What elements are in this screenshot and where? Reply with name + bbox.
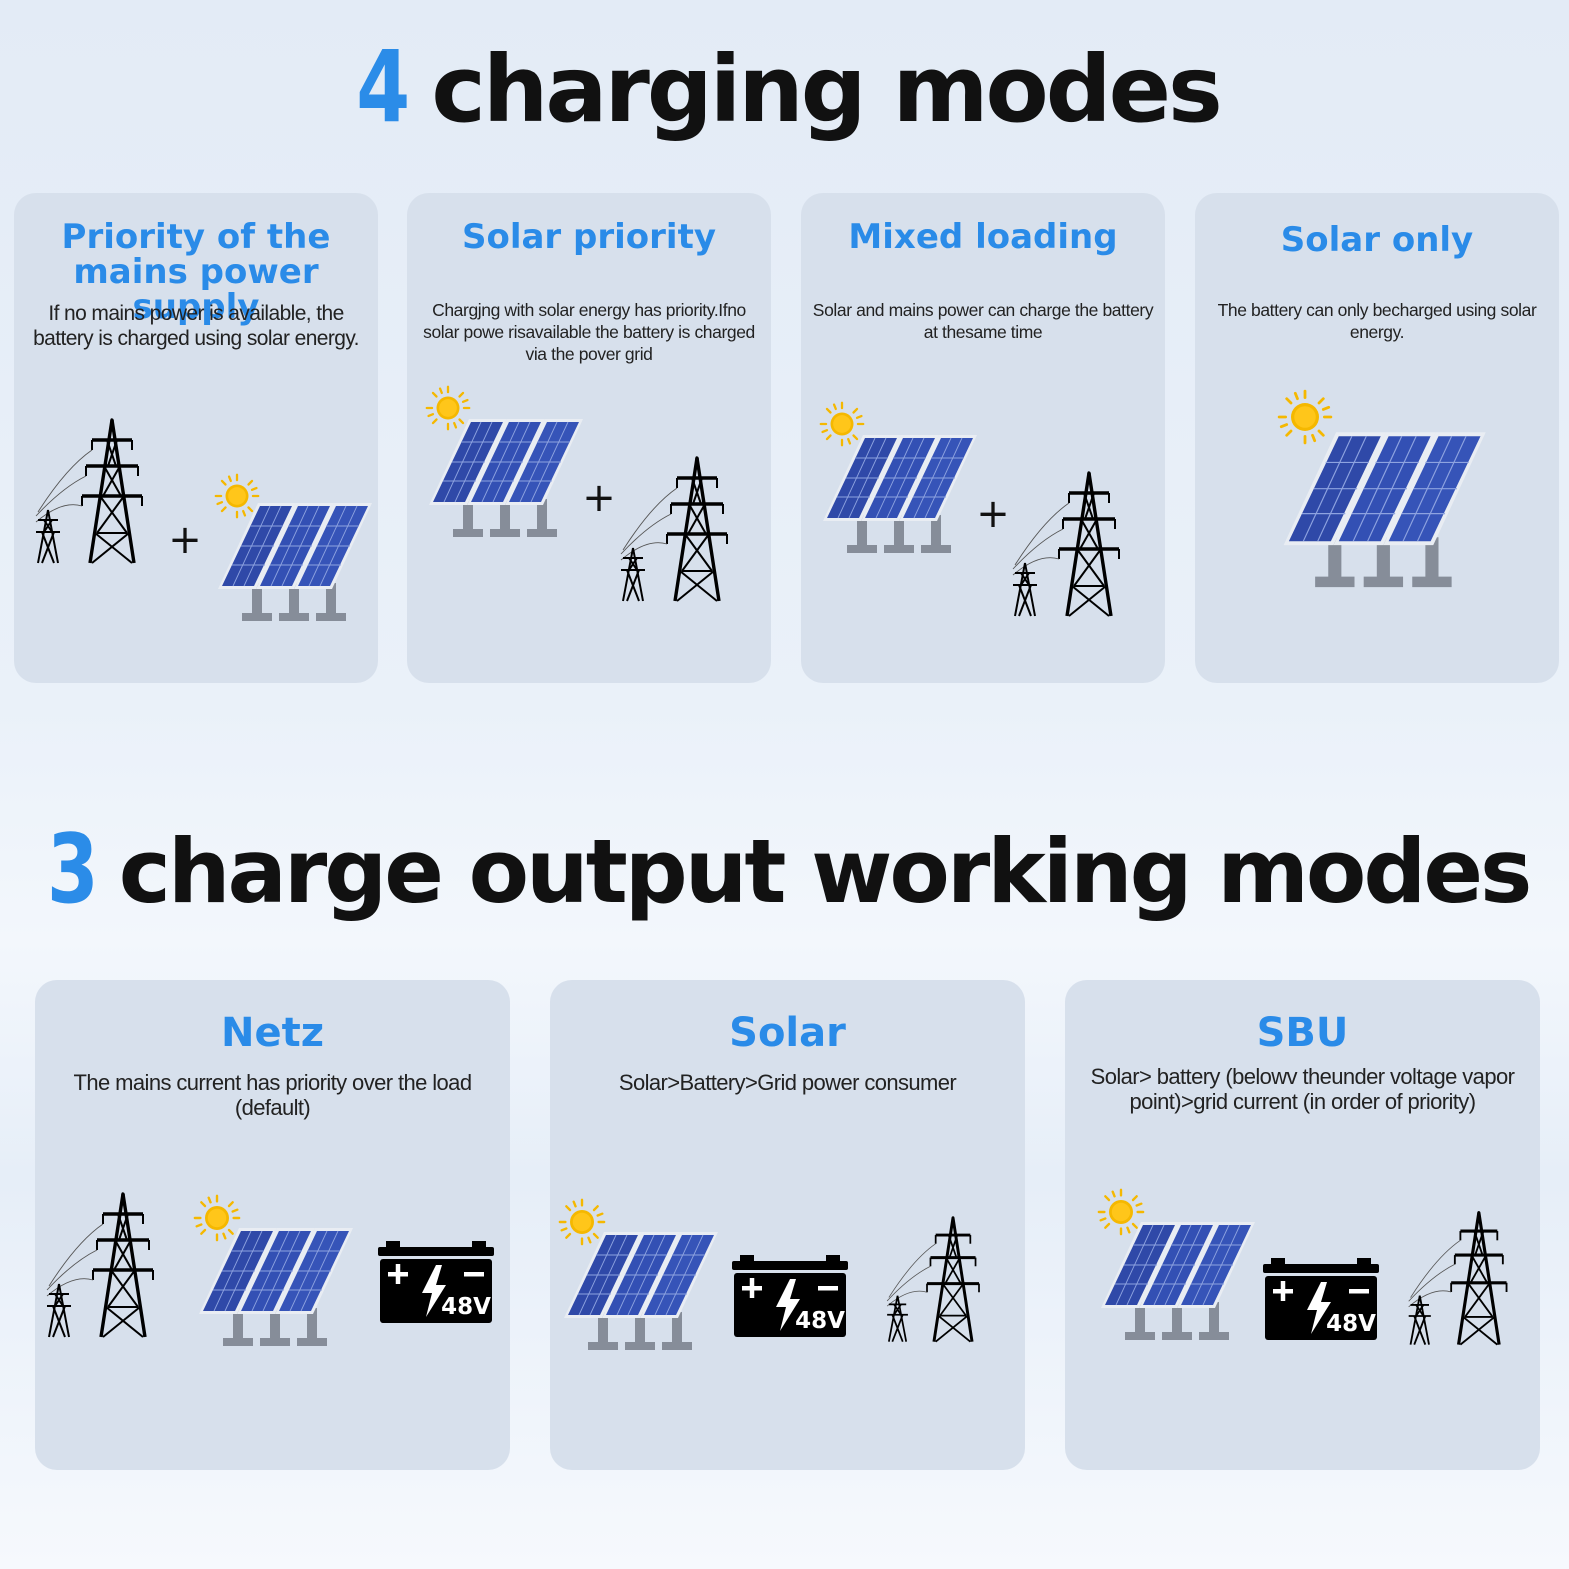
card-solar: Solar Solar>Battery>Grid power consumer …	[550, 980, 1025, 1470]
card-illustration: +	[819, 401, 1121, 618]
sun-icon	[558, 1198, 606, 1246]
solar-panel-icon	[1282, 431, 1487, 588]
solar-panel-icon	[1100, 1221, 1256, 1341]
battery-label: 48V	[795, 1308, 845, 1334]
card-description: Solar> battery (belowv theunder voltage …	[1090, 1064, 1515, 1114]
power-tower-icon	[34, 418, 144, 565]
card-illustration: 48V	[45, 1192, 494, 1347]
sun-icon	[214, 473, 260, 519]
card-title: Solar	[729, 1010, 846, 1056]
card-description: The battery can only becharged using sol…	[1217, 300, 1537, 342]
section-charging-title: charging modes	[431, 36, 1222, 143]
card-solar-only: Solar only The battery can only becharge…	[1195, 193, 1559, 683]
section-charging-number: 4	[356, 30, 411, 145]
card-sbu: SBU Solar> battery (belowv theunder volt…	[1065, 980, 1540, 1470]
card-description: The mains current has priority over the …	[73, 1070, 473, 1120]
card-title: Priority of the mains power supply	[61, 217, 331, 327]
battery-label: 48V	[441, 1294, 491, 1320]
sun-icon	[819, 401, 865, 447]
plus-icon: +	[582, 475, 616, 521]
section-output-title: charge output working modes	[118, 820, 1533, 923]
card-title: SBU	[1256, 1010, 1349, 1056]
card-description: Solar>Battery>Grid power consumer	[618, 1070, 957, 1095]
power-tower-icon	[1407, 1211, 1509, 1347]
power-tower-icon	[885, 1216, 981, 1344]
plus-icon: +	[976, 491, 1010, 537]
card-illustration	[1277, 389, 1487, 588]
card-title: Mixed loading	[848, 217, 1118, 257]
card-illustration: 48V	[1097, 1188, 1509, 1347]
sun-icon	[425, 385, 471, 431]
power-tower-icon	[1011, 471, 1121, 618]
plus-icon: +	[168, 517, 202, 563]
card-description: If no mains power is available, the batt…	[33, 302, 359, 350]
card-title: Solar priority	[461, 217, 716, 257]
solar-panel-icon	[428, 418, 584, 538]
card-priority-mains: Priority of the mains power supply If no…	[14, 193, 378, 683]
card-title: Solar only	[1280, 220, 1474, 260]
solar-panel-icon	[217, 502, 373, 622]
card-illustration: +	[34, 418, 373, 622]
solar-panel-icon	[198, 1227, 354, 1347]
card-description: Solar and mains power can charge the bat…	[812, 300, 1154, 342]
sun-icon	[1097, 1188, 1145, 1236]
sun-icon	[193, 1194, 241, 1242]
battery-label: 48V	[1326, 1311, 1376, 1337]
solar-panel-icon	[822, 434, 978, 554]
card-solar-priority: Solar priority Chargjng with solar energ…	[407, 193, 771, 683]
card-netz: Netz The mains current has priority over…	[35, 980, 510, 1470]
power-tower-icon	[619, 456, 729, 603]
section-output-number: 3	[46, 815, 99, 925]
card-illustration: +	[425, 385, 729, 603]
card-illustration: 48V	[558, 1198, 981, 1351]
sun-icon	[1277, 389, 1333, 445]
solar-panel-icon	[563, 1231, 719, 1351]
card-title: Netz	[220, 1010, 324, 1056]
card-mixed-loading: Mixed loading Solar and mains power can …	[801, 193, 1165, 683]
card-description: Chargjng with solar energy has priority.…	[423, 300, 755, 364]
power-tower-icon	[45, 1192, 155, 1339]
